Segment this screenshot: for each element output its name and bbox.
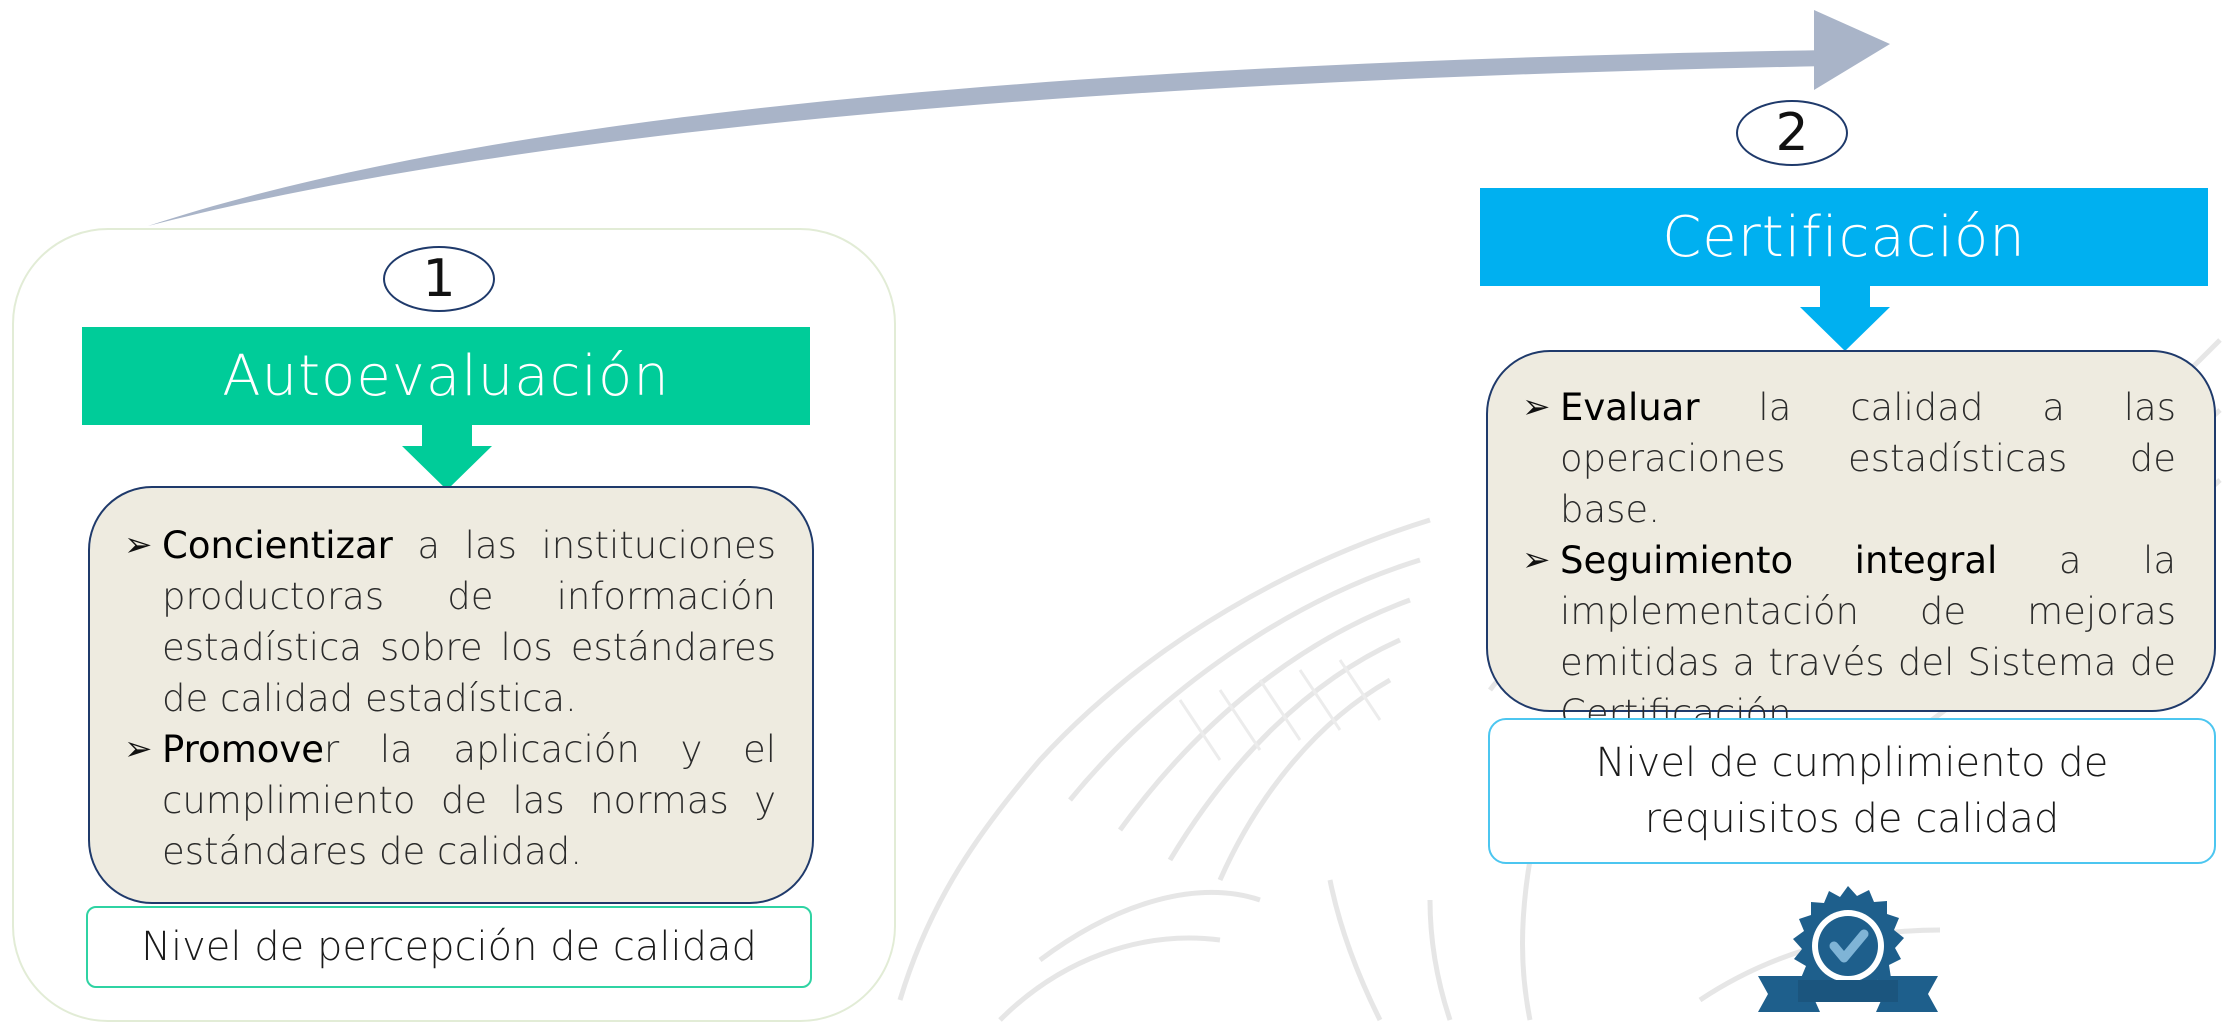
certification-badge-icon [1758,886,1938,1012]
step1-bullet-1-lead: Concientizar [162,524,393,567]
step1-bullet-1-text: a las instituciones productoras de infor… [162,524,776,720]
step1-bullet-2: ➢Promover la aplicación y el cumplimient… [124,724,776,877]
step1-down-arrow-icon [402,424,492,490]
step2-bullet-2-lead: Seguimiento integral [1560,539,1998,582]
progress-arrow-icon [148,10,1890,226]
bullet-arrow-icon: ➢ [1522,540,1551,580]
step1-level-text: Nivel de percepción de calidad [141,924,757,970]
bullet-arrow-icon: ➢ [1522,387,1551,427]
step2-bullet-1-lead: Evaluar [1560,386,1700,429]
step2-level-box: Nivel de cumplimiento de requisitos de c… [1488,718,2216,864]
step1-bullet-1: ➢Concientizar a las instituciones produc… [124,520,776,724]
step2-number-badge: 2 [1736,100,1848,166]
step2-number: 2 [1775,103,1809,163]
step2-down-arrow-icon [1800,285,1890,351]
step2-bullet-1: ➢Evaluar la calidad a las operaciones es… [1522,382,2176,535]
step1-title: Autoevaluación [222,343,670,409]
step2-bullet-1-text: la calidad a las operaciones estadística… [1560,386,2176,531]
step2-title: Certificación [1662,204,2026,270]
bullet-arrow-icon: ➢ [124,729,153,769]
step2-level-text: Nivel de cumplimiento de requisitos de c… [1595,740,2109,842]
step1-bullet-2-text: r la aplicación y el cumplimiento de las… [162,728,776,873]
step1-level-box: Nivel de percepción de calidad [86,906,812,988]
step1-number-badge: 1 [383,246,495,312]
bullet-arrow-icon: ➢ [124,525,153,565]
step2-bullet-2: ➢Seguimiento integral a la implementació… [1522,535,2176,739]
step1-content-box: ➢Concientizar a las instituciones produc… [88,486,814,904]
step2-header: Certificación [1480,188,2208,286]
step2-bullet-2-text: a la implementación de mejoras emitidas … [1560,539,2176,735]
step2-content-box: ➢Evaluar la calidad a las operaciones es… [1486,350,2216,735]
step1-bullet-2-lead: Promove [162,728,325,771]
step1-container [12,228,896,1022]
step1-header: Autoevaluación [82,327,810,425]
step1-number: 1 [422,249,456,309]
